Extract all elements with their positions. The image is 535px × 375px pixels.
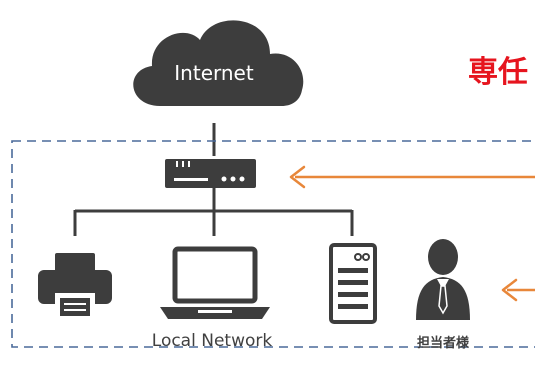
person-label: 担当者様 <box>417 335 470 351</box>
cloud-icon: Internet <box>133 20 304 107</box>
local-network-boundary <box>11 140 535 348</box>
local-network-label: Local Network <box>152 331 273 351</box>
person-icon <box>416 239 470 320</box>
router-arrow <box>289 165 535 189</box>
laptop-icon <box>160 246 270 319</box>
internet-label: Internet <box>174 61 254 85</box>
heading-text: 専任 <box>468 55 528 90</box>
server-icon <box>329 243 377 324</box>
person-arrow <box>501 278 535 302</box>
printer-icon <box>38 253 112 319</box>
network-connectors <box>73 188 354 236</box>
router-icon <box>165 159 256 188</box>
